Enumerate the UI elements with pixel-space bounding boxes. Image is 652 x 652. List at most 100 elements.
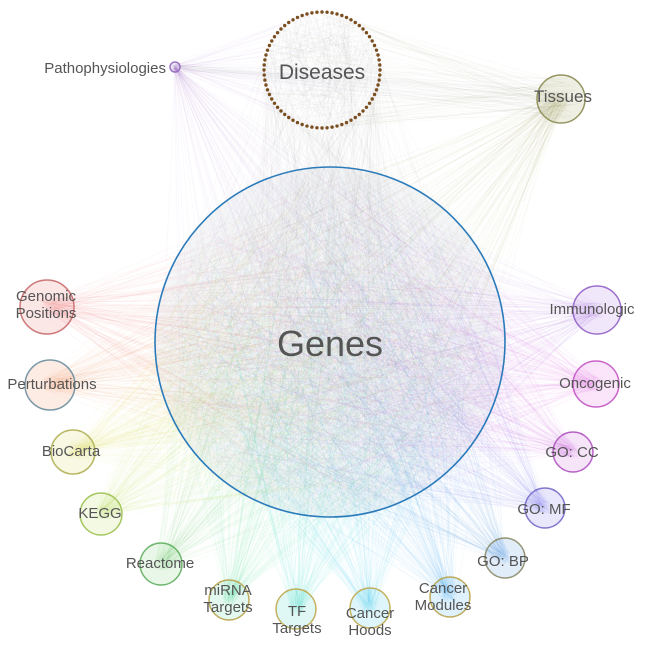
- label-tissues: Tissues: [534, 87, 592, 106]
- node-go-mf[interactable]: [524, 487, 566, 529]
- edges-kegg: [94, 174, 493, 521]
- edges-pathophysiologies-tissues: [172, 63, 576, 120]
- label-tf-targets: TF: [288, 603, 306, 620]
- edges-go-cc: [169, 174, 580, 502]
- disease-dot: [344, 120, 349, 125]
- disease-dot: [267, 43, 272, 48]
- disease-dot: [291, 118, 295, 122]
- disease-dot: [310, 11, 314, 15]
- label-mirna-targets: Targets: [203, 599, 252, 616]
- node-kegg[interactable]: [79, 492, 123, 536]
- edges-pathophysiologies: [163, 65, 488, 506]
- disease-dot: [367, 101, 372, 105]
- edges-cancer-hoods: [163, 200, 491, 614]
- node-go-bp[interactable]: [484, 537, 526, 579]
- node-reactome[interactable]: [139, 542, 183, 586]
- disease-dot: [361, 109, 365, 113]
- disease-dot: [283, 23, 287, 28]
- node-immunologic[interactable]: [572, 285, 622, 335]
- edges-go-bp: [161, 186, 512, 565]
- label-pathophysiologies: Pathophysiologies: [44, 60, 166, 77]
- disease-dot: [376, 83, 380, 87]
- node-pathophysiologies[interactable]: [169, 61, 181, 73]
- diseases-internal-edges: [264, 13, 380, 126]
- label-cancer-hoods: Hoods: [348, 622, 391, 639]
- label-diseases: Diseases: [279, 61, 365, 84]
- edges-mirna-targets: [169, 184, 493, 607]
- disease-dot: [335, 12, 339, 16]
- label-go-bp: GO: BP: [477, 553, 529, 570]
- edges-oncogenic: [163, 173, 604, 501]
- disease-dot: [372, 92, 377, 97]
- edges-diseases-tissues: [264, 11, 583, 129]
- disease-dot: [267, 92, 272, 97]
- disease-dot: [353, 20, 357, 25]
- edges-tissues: [180, 91, 569, 509]
- disease-dot: [357, 23, 361, 28]
- disease-dot: [287, 20, 291, 25]
- disease-dot: [279, 27, 283, 31]
- node-cancer-hoods[interactable]: [349, 587, 391, 629]
- disease-dot: [263, 58, 267, 62]
- disease-dot: [320, 126, 324, 130]
- label-go-mf: GO: MF: [517, 501, 570, 518]
- disease-dot: [377, 58, 381, 62]
- disease-dot: [335, 124, 339, 128]
- disease-dot: [265, 88, 270, 92]
- disease-dot: [262, 68, 266, 72]
- disease-dot: [270, 97, 274, 101]
- node-cancer-modules[interactable]: [429, 576, 471, 618]
- disease-dot: [272, 101, 277, 105]
- label-genes: Genes: [277, 323, 383, 364]
- node-tf-targets[interactable]: [275, 588, 317, 630]
- disease-dot: [300, 13, 304, 18]
- diseases-dot-ring[interactable]: [262, 10, 382, 130]
- disease-dot: [305, 12, 309, 16]
- disease-dot: [374, 48, 379, 52]
- disease-dot: [295, 120, 300, 125]
- disease-dot: [361, 27, 365, 31]
- disease-dot: [275, 105, 280, 109]
- label-oncogenic: Oncogenic: [559, 375, 631, 392]
- disease-dot: [264, 53, 268, 57]
- node-genes[interactable]: [154, 166, 506, 518]
- disease-dot: [374, 88, 379, 92]
- disease-dot: [263, 78, 267, 82]
- node-tissues[interactable]: [536, 74, 586, 124]
- disease-dot: [349, 118, 353, 122]
- disease-dot: [364, 105, 369, 109]
- label-cancer-modules: Cancer: [419, 580, 467, 597]
- disease-dot: [330, 11, 334, 15]
- disease-dot: [377, 78, 381, 82]
- disease-dot: [272, 35, 277, 39]
- node-biocarta[interactable]: [50, 429, 96, 475]
- label-kegg: KEGG: [78, 505, 121, 522]
- disease-dot: [376, 53, 380, 57]
- label-mirna-targets: miRNA: [204, 582, 252, 599]
- disease-dot: [370, 97, 374, 101]
- disease-dot: [378, 73, 382, 77]
- edges-perturbations: [42, 181, 493, 506]
- disease-dot: [325, 126, 329, 130]
- edges-immunologic: [168, 179, 605, 499]
- node-genomic-positions[interactable]: [19, 279, 75, 335]
- label-cancer-modules: Modules: [415, 597, 472, 614]
- disease-dot: [315, 126, 319, 130]
- disease-dot: [265, 48, 270, 52]
- label-go-cc: GO: CC: [545, 444, 599, 461]
- disease-dot: [305, 124, 309, 128]
- disease-dot: [378, 63, 382, 67]
- disease-dot: [357, 112, 361, 117]
- disease-dot: [315, 10, 319, 14]
- node-perturbations[interactable]: [24, 359, 76, 411]
- label-genomic-positions: Genomic: [16, 288, 77, 305]
- node-go-cc[interactable]: [552, 431, 594, 473]
- edges-genomic-positions: [38, 175, 482, 503]
- node-mirna-targets[interactable]: [208, 579, 250, 621]
- disease-dot: [270, 39, 274, 43]
- disease-dot: [344, 15, 349, 20]
- label-tf-targets: Targets: [272, 620, 321, 637]
- label-immunologic: Immunologic: [549, 301, 635, 318]
- node-oncogenic[interactable]: [572, 360, 620, 408]
